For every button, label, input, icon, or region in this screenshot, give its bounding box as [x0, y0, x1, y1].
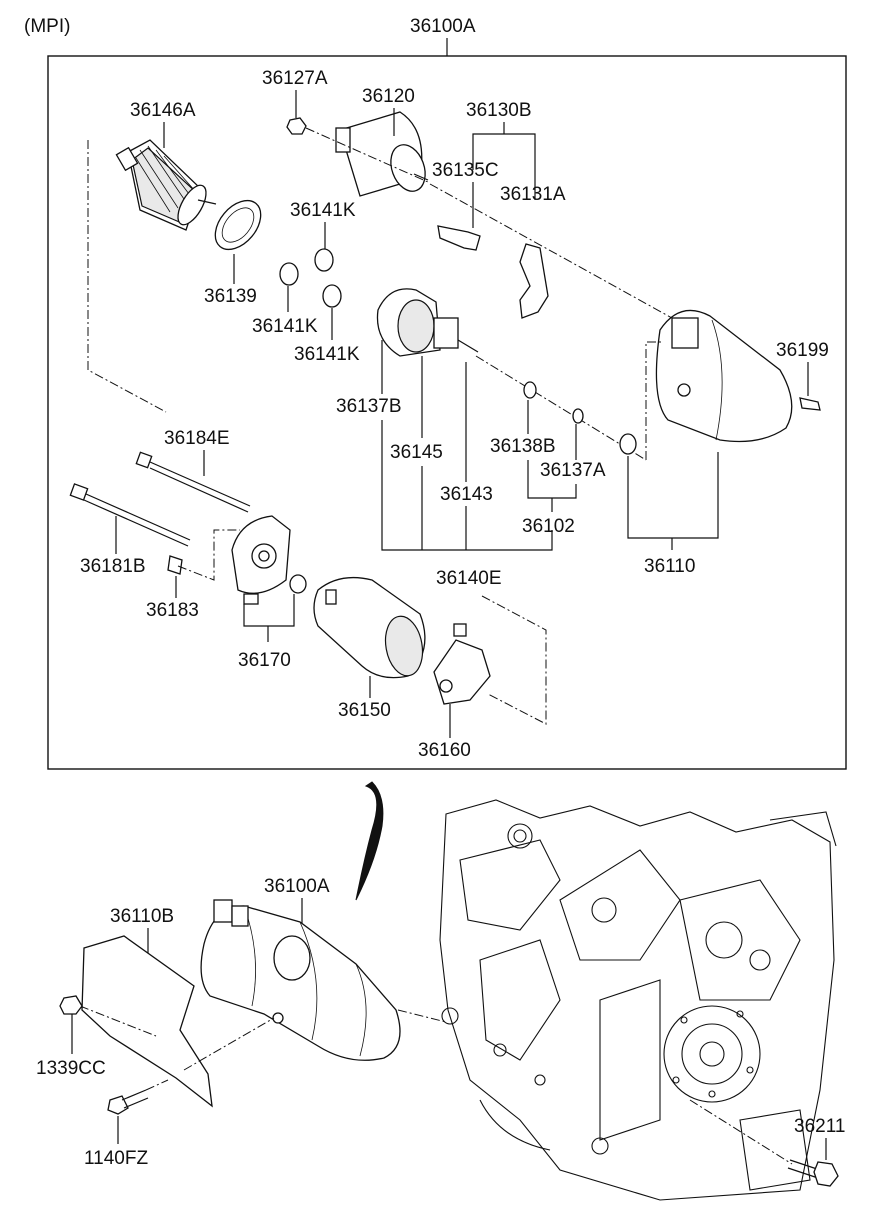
- housing-part: [655, 309, 793, 443]
- bolt-small-part: [107, 1089, 149, 1115]
- ring-part: [523, 381, 537, 399]
- starter-assembly-part: [200, 899, 401, 1061]
- engine-block-part: [439, 799, 837, 1201]
- label-clutch: 36137B: [336, 396, 402, 417]
- label-clutch-set: 36140E: [436, 568, 502, 589]
- label-screw: 36199: [776, 340, 829, 361]
- label-shaft-set: 36102: [522, 516, 575, 537]
- label-gear-3: 36141K: [294, 344, 360, 365]
- label-lever-pin: 36135C: [432, 160, 499, 181]
- nut-small-part: [286, 117, 307, 135]
- label-assembly-top: 36100A: [410, 16, 476, 37]
- label-bolt-small: 1140FZ: [84, 1148, 148, 1169]
- label-nut: 1339CC: [36, 1058, 106, 1079]
- gear-part-2: [279, 262, 299, 286]
- label-housing: 36110: [644, 556, 695, 577]
- label-end-frame: 36170: [238, 650, 291, 671]
- end-frame-part: [231, 515, 307, 605]
- solenoid-part: [335, 111, 429, 197]
- label-lever-set: 36130B: [466, 100, 532, 121]
- armature-part: [115, 139, 217, 231]
- label-heat-cover: 36110B: [110, 906, 174, 927]
- label-armature: 36146A: [130, 100, 196, 121]
- through-bolt-lower-part: [69, 483, 191, 547]
- screw-part: [799, 397, 821, 411]
- label-bolt-large: 36211: [794, 1116, 845, 1137]
- gear-part-3: [322, 284, 342, 308]
- exploded-view-frame: [47, 55, 847, 770]
- label-solenoid: 36120: [362, 86, 415, 107]
- variant-label: (MPI): [24, 16, 70, 37]
- bushing-part: [619, 433, 637, 455]
- connector-curve: [355, 781, 384, 901]
- label-gear-2: 36141K: [252, 316, 318, 337]
- label-screw-small: 36183: [146, 600, 199, 621]
- label-brush-holder: 36160: [418, 740, 471, 761]
- clutch-part: [376, 288, 479, 357]
- stopper-part: [572, 408, 584, 424]
- label-gear-1: 36141K: [290, 200, 356, 221]
- nut-part: [59, 995, 83, 1015]
- lever-pin-part: [437, 225, 481, 251]
- label-through-bolt-upper: 36184E: [164, 428, 230, 449]
- label-through-bolt-lower: 36181B: [80, 556, 146, 577]
- label-ring: 36138B: [490, 436, 556, 457]
- label-shaft: 36143: [440, 484, 493, 505]
- bolt-large-part: [787, 1159, 839, 1187]
- heat-cover-part: [81, 935, 213, 1108]
- gear-part-1: [314, 248, 334, 272]
- label-nut-small: 36127A: [262, 68, 328, 89]
- screw-small-part: [167, 555, 183, 575]
- label-plate: 36139: [204, 286, 257, 307]
- label-lever: 36131A: [500, 184, 566, 205]
- label-assembly-bottom: 36100A: [264, 876, 330, 897]
- through-bolt-upper-part: [135, 451, 251, 513]
- lever-part: [519, 243, 549, 319]
- label-yoke: 36150: [338, 700, 391, 721]
- plate-part: [214, 199, 262, 251]
- label-stopper: 36137A: [540, 460, 606, 481]
- brush-holder-part: [433, 623, 491, 705]
- label-pinion: 36145: [390, 442, 443, 463]
- yoke-part: [313, 576, 426, 679]
